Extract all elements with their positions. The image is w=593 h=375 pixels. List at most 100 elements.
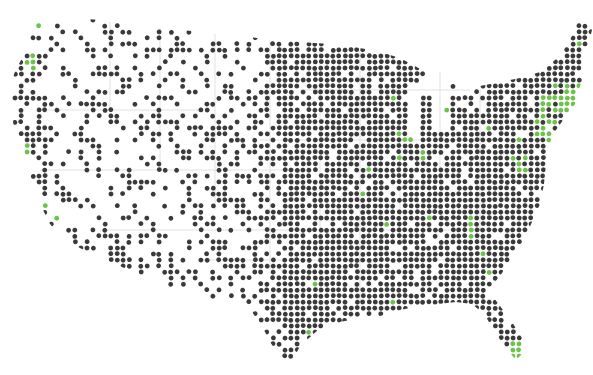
map-dot [420,179,426,185]
map-dot [504,204,510,209]
map-dot [366,311,372,316]
map-dot [318,143,324,149]
map-dot [396,60,402,65]
map-dot [390,251,396,256]
map-dot [481,209,486,215]
map-dot [528,149,534,155]
map-dot [450,113,456,118]
map-dot [330,191,336,197]
map-dot [24,53,30,59]
map-dot [426,281,432,287]
map-dot [294,41,300,47]
map-dot [516,125,522,131]
map-dot [204,173,210,179]
map-dot [210,191,216,197]
map-dot [343,155,348,161]
map-dot [306,156,311,161]
map-dot [462,293,468,299]
map-dot [456,143,462,149]
map-dot [348,47,354,52]
map-dot [420,246,426,251]
map-dot [390,275,395,280]
map-dot [366,71,372,77]
map-dot [228,257,234,263]
map-dot [294,299,300,305]
map-dot [498,215,504,221]
map-dot [276,101,282,107]
map-dot [444,173,450,179]
map-dot [366,299,372,305]
map-dot [516,179,522,185]
map-dot [516,197,522,203]
map-dot [499,251,504,257]
map-dot [402,71,408,77]
map-dot [492,95,498,101]
map-dot [391,155,396,161]
map-dot [312,66,318,71]
map-dot [462,222,468,227]
map-dot [366,125,372,131]
map-dot [288,215,294,221]
map-dot [313,161,318,167]
map-dot [498,119,504,125]
map-dot [102,90,108,95]
map-dot [408,275,414,281]
map-dot [384,167,390,173]
map-dot [114,233,120,239]
map-dot [468,209,474,215]
map-dot [282,113,288,119]
map-dot [246,179,252,185]
map-dot [517,239,522,245]
map-dot [528,161,534,167]
map-dot [348,77,354,83]
map-dot [516,89,522,95]
map-dot [19,71,24,77]
map-dot [354,65,360,71]
map-dot [522,114,528,119]
map-dot [283,119,288,125]
map-dot [216,239,222,245]
map-dot [246,96,252,101]
map-dot [474,149,480,155]
map-dot [252,167,258,173]
map-dot [342,167,348,173]
map-dot [354,119,360,125]
map-dot [456,221,462,227]
map-dot [342,233,348,239]
map-dot [42,191,48,197]
map-dot [48,161,54,167]
map-dot [126,41,132,46]
map-dot [42,161,48,167]
map-dot [390,209,396,215]
map-dot [66,191,72,197]
map-dot [156,143,162,149]
map-dot [324,305,330,311]
highlight-dot [564,89,569,95]
map-dot [114,71,120,77]
map-dot [414,215,420,221]
map-dot [390,131,396,137]
map-dot [493,107,498,112]
map-dot [300,161,306,167]
map-dot [330,281,336,286]
map-dot [306,149,312,155]
map-dot [480,155,486,161]
map-dot [492,150,498,155]
map-dot [312,143,318,149]
map-dot [360,252,366,257]
map-dot [336,77,342,83]
map-dot [312,293,318,299]
map-dot [180,113,186,119]
map-dot [456,185,462,191]
map-dot [408,77,414,83]
map-dot [270,65,276,71]
map-dot [12,120,18,125]
map-dot [282,77,288,83]
map-dot [510,107,516,113]
map-dot [306,143,312,149]
map-dot [576,77,582,83]
map-dot [510,149,516,155]
map-dot [126,83,132,89]
map-dot [384,71,390,77]
map-dot [456,167,462,173]
